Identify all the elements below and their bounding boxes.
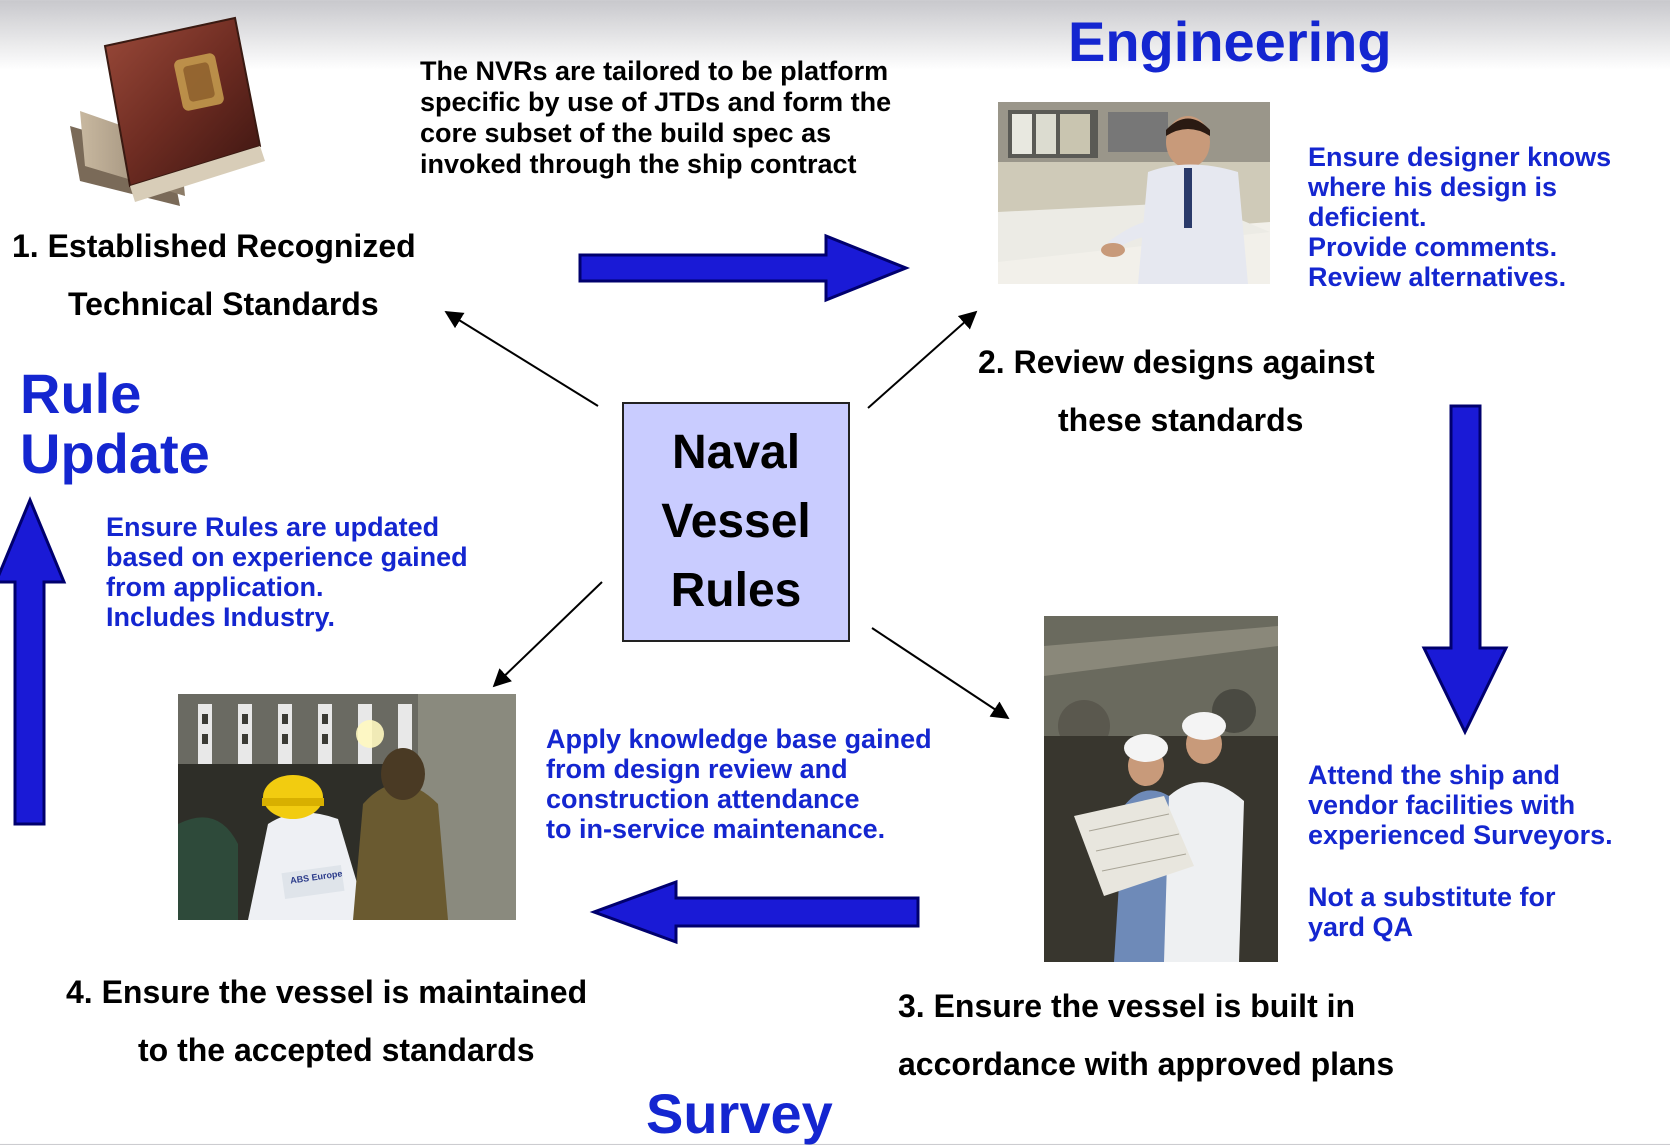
not-substitute-note-line1: Not a substitute for (1308, 882, 1556, 912)
step4-label-line2: to the accepted standards (138, 1032, 535, 1068)
survey-apply-note-line1: Apply knowledge base gained (546, 724, 932, 754)
survey-apply-note: Apply knowledge base gained from design … (546, 724, 932, 844)
engineering-heading: Engineering (1068, 10, 1392, 73)
step3-label-line1: 3. Ensure the vessel is built in (898, 988, 1356, 1024)
engineer-photo (998, 102, 1270, 284)
attend-note-line3: experienced Surveyors. (1308, 820, 1613, 850)
rule-update-note-line2: based on experience gained (106, 542, 468, 572)
nvr-note-line3: core subset of the build spec as (420, 118, 832, 148)
nvr-note-line2: specific by use of JTDs and form the (420, 87, 892, 117)
connector-to-step2 (867, 310, 978, 409)
rule-update-note-line4: Includes Industry. (106, 602, 336, 632)
arrow-left-to-maintenance (589, 879, 920, 945)
nvr-note-line4: invoked through the ship contract (420, 149, 857, 179)
attend-note-line1: Attend the ship and (1308, 760, 1560, 790)
survey-heading: Survey (646, 1082, 833, 1145)
rule-update-note-line1: Ensure Rules are updated (106, 512, 440, 542)
rule-update-heading-line1: Rule (20, 362, 142, 425)
connector-to-step4 (492, 581, 603, 688)
connector-to-step3 (871, 627, 1010, 719)
naval-vessel-rules-box: Naval Vessel Rules (622, 402, 850, 642)
rule-update-note: Ensure Rules are updated based on experi… (106, 512, 468, 632)
engineering-note-line1: Ensure designer knows (1308, 142, 1612, 172)
survey-apply-note-line2: from design review and (546, 754, 848, 784)
step4-label-line1: 4. Ensure the vessel is maintained (66, 974, 588, 1010)
book-icon (70, 16, 265, 206)
step1-label-line2: Technical Standards (68, 286, 379, 322)
arrow-right-to-engineering (578, 233, 911, 303)
attend-note-line2: vendor facilities with (1308, 790, 1576, 820)
engineering-note-line5: Review alternatives. (1308, 262, 1567, 292)
connector-to-step1 (444, 311, 599, 407)
center-line2: Vessel (661, 494, 811, 548)
nvr-note-line1: The NVRs are tailored to be platform (420, 56, 889, 86)
arrow-down-to-survey (1421, 404, 1509, 736)
rule-update-note-line3: from application. (106, 572, 324, 602)
shipyard-photo (1044, 616, 1278, 962)
engineering-note: Ensure designer knows where his design i… (1308, 142, 1611, 292)
survey-apply-note-line4: to in-service maintenance. (546, 814, 886, 844)
engineering-note-line3: deficient. (1308, 202, 1427, 232)
not-substitute-note: Not a substitute for yard QA (1308, 882, 1556, 942)
step3-label-line2: accordance with approved plans (898, 1046, 1395, 1082)
attend-note: Attend the ship and vendor facilities wi… (1308, 760, 1613, 850)
step2-label-line1: 2. Review designs against (978, 344, 1375, 380)
step1-label-line1: 1. Established Recognized (12, 228, 416, 264)
step2-label-line2: these standards (1058, 402, 1304, 438)
rule-update-heading-line2: Update (20, 422, 210, 485)
center-line3: Rules (670, 564, 802, 618)
engineering-note-line2: where his design is (1308, 172, 1558, 202)
center-line1: Naval (671, 425, 801, 479)
rule-update-heading: Rule Update (20, 364, 210, 484)
not-substitute-note-line2: yard QA (1308, 912, 1414, 942)
survey-apply-note-line3: construction attendance (546, 784, 860, 814)
nvr-note: The NVRs are tailored to be platform spe… (420, 56, 891, 180)
welder-photo: ABS Europe (178, 694, 516, 920)
engineering-note-line4: Provide comments. (1308, 232, 1558, 262)
arrow-up-to-rule-update (0, 496, 67, 826)
